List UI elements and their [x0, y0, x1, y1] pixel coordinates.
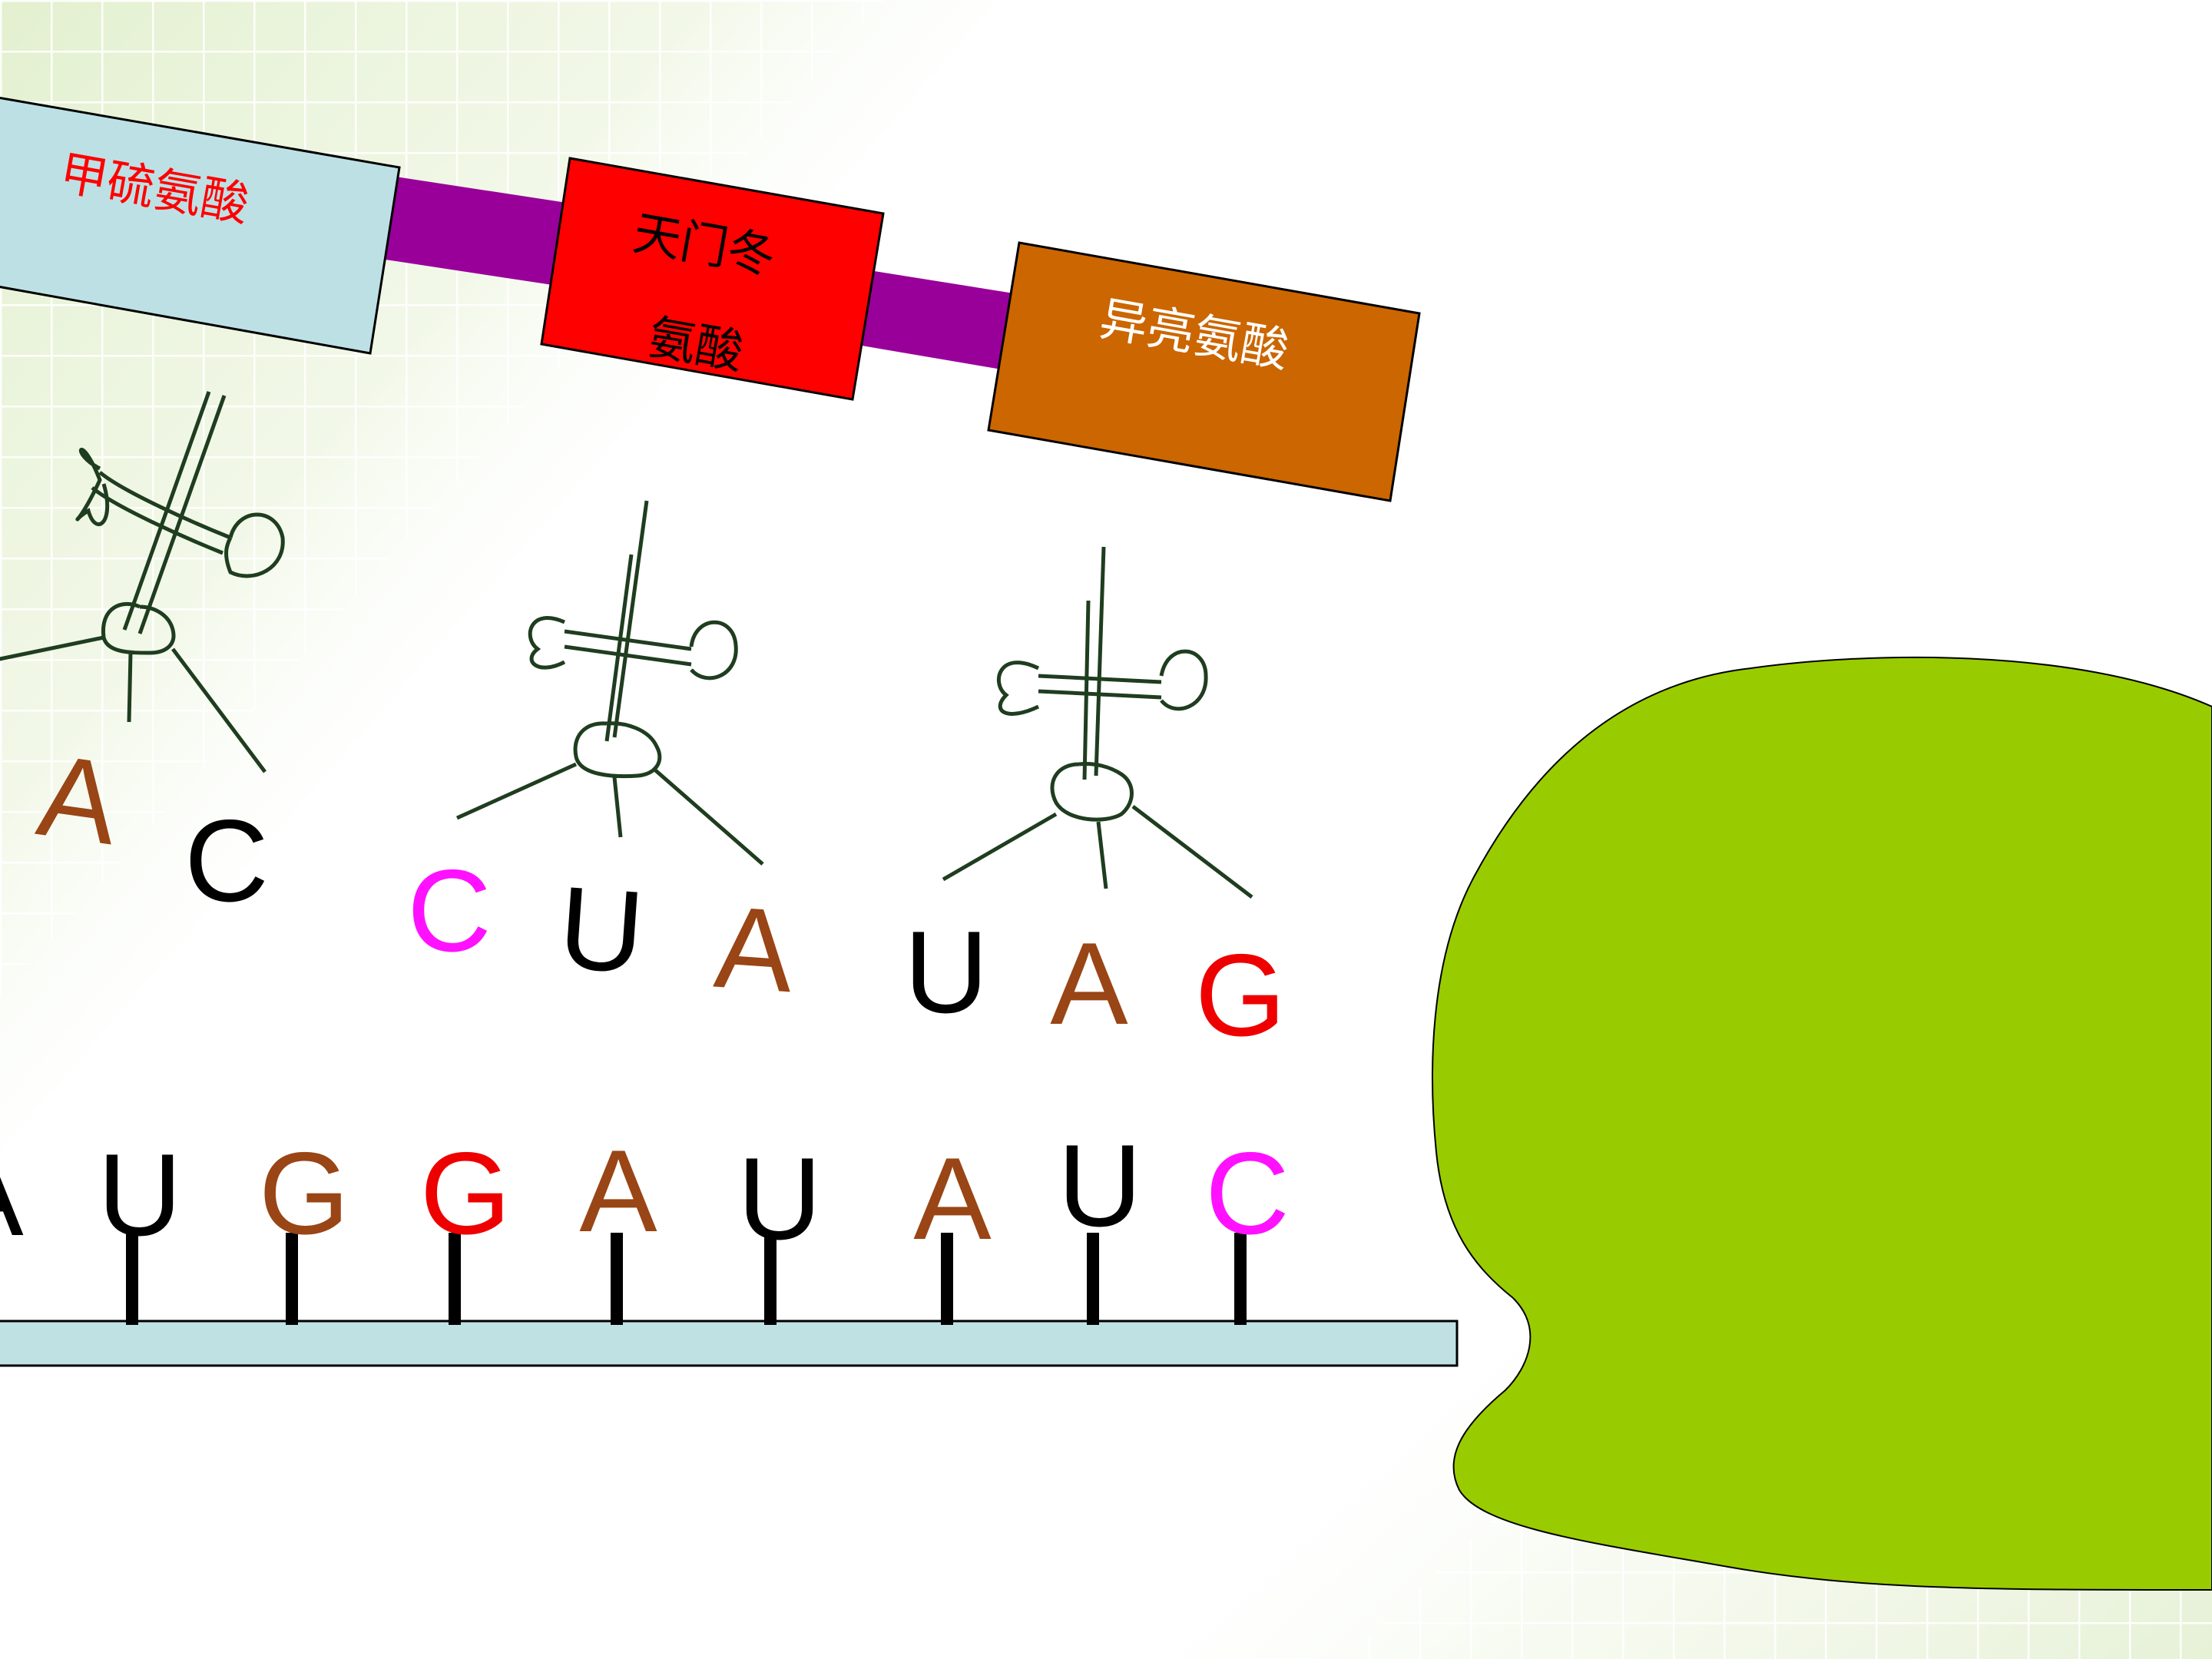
mrna-base-2: U — [98, 1130, 182, 1260]
mrna-base-9: C — [1205, 1128, 1290, 1259]
peptide-bond-1 — [386, 177, 567, 286]
ribosome-shape — [1432, 656, 2212, 1591]
mrna-base-7: A — [913, 1134, 992, 1264]
mrna-base-1: A — [0, 1137, 46, 1253]
mrna-base-5: A — [579, 1126, 657, 1257]
amino-acid-box-3 — [987, 241, 1421, 502]
anticodon-3-base-3: G — [1194, 930, 1286, 1061]
mrna-ticks — [126, 1233, 1247, 1325]
mrna-base-6: U — [737, 1134, 822, 1264]
amino-acid-box-1 — [0, 96, 401, 355]
trna-2 — [455, 500, 764, 866]
anticodon-1-base-1: A — [30, 729, 127, 870]
mrna-base-8: U — [1058, 1121, 1142, 1251]
anticodon-2-base-2: U — [555, 862, 648, 998]
trna-3 — [942, 546, 1253, 899]
anticodon-2-base-3: A — [710, 881, 798, 1018]
mrna-strand — [0, 1320, 1459, 1367]
trna-1 — [0, 391, 285, 773]
anticodon-1-base-2: C — [184, 796, 269, 926]
mrna-base-4: G — [419, 1128, 512, 1259]
anticodon-2-base-1: C — [407, 846, 492, 976]
amino-acid-box-2 — [540, 157, 885, 401]
anticodon-3-base-2: A — [1050, 919, 1128, 1049]
mrna-base-3: G — [258, 1128, 350, 1259]
anticodon-3-base-1: U — [904, 907, 988, 1038]
peptide-bond-2 — [862, 270, 1014, 370]
